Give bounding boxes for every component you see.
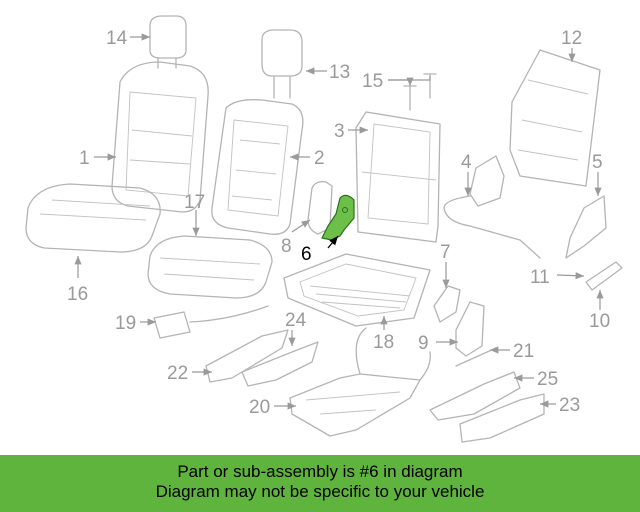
banner-line-2: Diagram may not be specific to your vehi… <box>155 482 485 501</box>
callout-16: 16 <box>67 284 88 305</box>
part-7-hinge <box>433 285 461 323</box>
callout-6: 6 <box>301 244 312 265</box>
callout-21: 21 <box>513 341 534 362</box>
callout-15: 15 <box>362 71 383 92</box>
callout-12: 12 <box>561 28 582 49</box>
part-3-seatback-frame <box>355 111 441 243</box>
part-16-seat-cushion <box>25 183 161 253</box>
part-13-headrest <box>261 29 303 99</box>
part-20-seat-track <box>289 327 431 437</box>
callout-20: 20 <box>249 397 270 418</box>
part-19-latch <box>153 305 269 339</box>
callout-25: 25 <box>537 369 558 390</box>
callout-5: 5 <box>592 152 603 173</box>
part-14-headrest <box>149 15 187 69</box>
callout-1: 1 <box>79 148 90 169</box>
part-24-track-cover <box>241 341 319 387</box>
callout-18: 18 <box>373 332 394 353</box>
info-banner: Part or sub-assembly is #6 in diagram Di… <box>0 455 640 512</box>
part-5-bracket <box>565 195 607 259</box>
banner-line-1: Part or sub-assembly is #6 in diagram <box>177 462 463 481</box>
callout-labels: 14 13 1 2 3 12 15 4 5 16 17 8 6 7 11 10 … <box>67 28 610 418</box>
callout-10: 10 <box>589 311 610 332</box>
part-12-rear-panel <box>509 49 601 187</box>
callout-9: 9 <box>418 333 429 354</box>
callout-8: 8 <box>281 236 292 257</box>
part-25-track-cover <box>429 371 521 421</box>
part-21-rod <box>455 347 497 367</box>
part-11-trim <box>585 261 623 291</box>
leader-lines <box>74 33 604 410</box>
callout-22: 22 <box>167 363 188 384</box>
part-18-cushion-frame <box>283 253 431 327</box>
callout-11: 11 <box>530 267 550 288</box>
callout-14: 14 <box>106 28 128 49</box>
part-1-seatback <box>111 61 209 213</box>
callout-3: 3 <box>334 121 345 142</box>
callout-4: 4 <box>461 152 472 173</box>
callout-13: 13 <box>329 62 350 83</box>
part-23-track-cover <box>459 393 545 443</box>
part-4-recliner <box>443 155 541 259</box>
seat-parts-diagram: 14 13 1 2 3 12 15 4 5 16 17 8 6 7 11 10 … <box>25 15 623 443</box>
part-6-highlighted <box>321 194 355 241</box>
part-17-cushion-pad <box>147 235 273 299</box>
callout-19: 19 <box>115 313 136 334</box>
callout-23: 23 <box>559 395 580 416</box>
part-9-bracket <box>455 301 485 357</box>
callout-24: 24 <box>285 310 307 331</box>
callout-7: 7 <box>440 242 451 263</box>
callout-17: 17 <box>184 192 205 213</box>
part-22-track-cover <box>205 329 289 383</box>
callout-2: 2 <box>314 148 325 169</box>
part-2-seatback-pad <box>211 99 304 235</box>
